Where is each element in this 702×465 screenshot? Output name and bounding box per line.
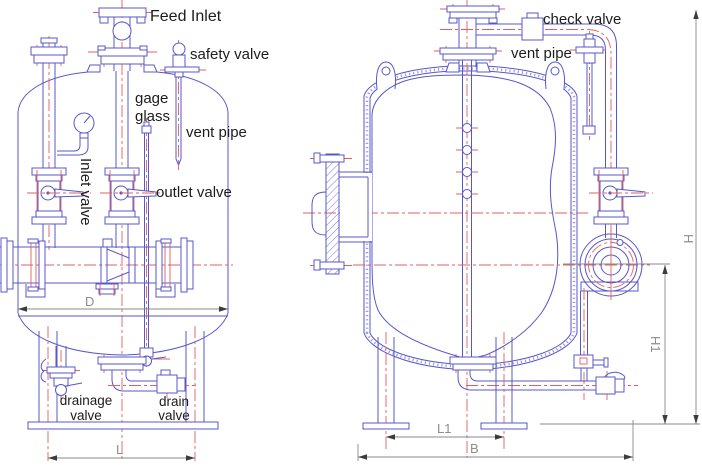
check-valve-body (521, 17, 544, 41)
dimension-B: B (357, 420, 634, 461)
label-gage-glass-1: gage (135, 90, 168, 107)
dimension-D: D (18, 294, 228, 312)
outlet-pipe (115, 71, 129, 248)
label-inlet-valve: Inlet valve (77, 158, 94, 226)
lifting-lug-left (376, 61, 396, 90)
dimension-L: L (48, 442, 195, 461)
side-valve-assembly (353, 167, 654, 300)
vent-pipe-front (175, 77, 182, 167)
label-drain-valve-1: drain (159, 394, 189, 409)
dim-label-D: D (85, 294, 94, 309)
drainage-valve-assembly (40, 346, 83, 401)
side-nozzle-flange-circle (579, 230, 643, 300)
dim-label-H1: H1 (648, 336, 663, 353)
dimension-L1: L1 (386, 421, 504, 440)
label-gage-glass-2: glass (135, 108, 170, 125)
feed-inlet-nozzle (88, 0, 157, 462)
dim-label-H: H (681, 234, 696, 243)
side-view: H H1 L1 B check valve vent pipe (303, 0, 700, 461)
label-vent-pipe-front: vent pipe (186, 124, 247, 141)
dimension-H1: H1 (540, 263, 700, 425)
lifting-lug-right (545, 61, 565, 90)
legs-side (362, 332, 528, 452)
dim-label-L: L (116, 442, 123, 457)
vent-pipe-side (570, 31, 606, 140)
lower-drain-piping (449, 288, 638, 400)
dimension-H: H (681, 10, 699, 424)
label-vent-pipe-side: vent pipe (511, 45, 572, 62)
manhole (303, 152, 588, 275)
label-drainage-valve-1: drainage (60, 393, 113, 408)
label-outlet-valve: outlet valve (156, 184, 232, 201)
label-safety-valve: safety valve (190, 46, 269, 63)
label-check-valve: check valve (543, 11, 621, 28)
front-view: D (0, 0, 269, 462)
vessel-shell-side (363, 62, 578, 371)
top-nozzle-side (434, 4, 505, 67)
check-valve-cap (526, 12, 539, 19)
pressure-gauge (57, 112, 95, 156)
dim-label-B: B (470, 441, 479, 456)
label-feed-inlet: Feed Inlet (150, 8, 222, 25)
central-pipe (456, 0, 478, 458)
safety-valve-assembly (160, 40, 206, 170)
manifold-pipe (0, 237, 233, 298)
drain-valve-assembly (97, 354, 196, 398)
legs-front (27, 326, 219, 461)
bladder-membrane (371, 74, 559, 359)
vessel-shell-front (17, 64, 229, 356)
dim-label-L1: L1 (437, 421, 451, 436)
label-drainage-valve-2: valve (70, 408, 102, 423)
label-drain-valve-2: valve (158, 408, 190, 423)
